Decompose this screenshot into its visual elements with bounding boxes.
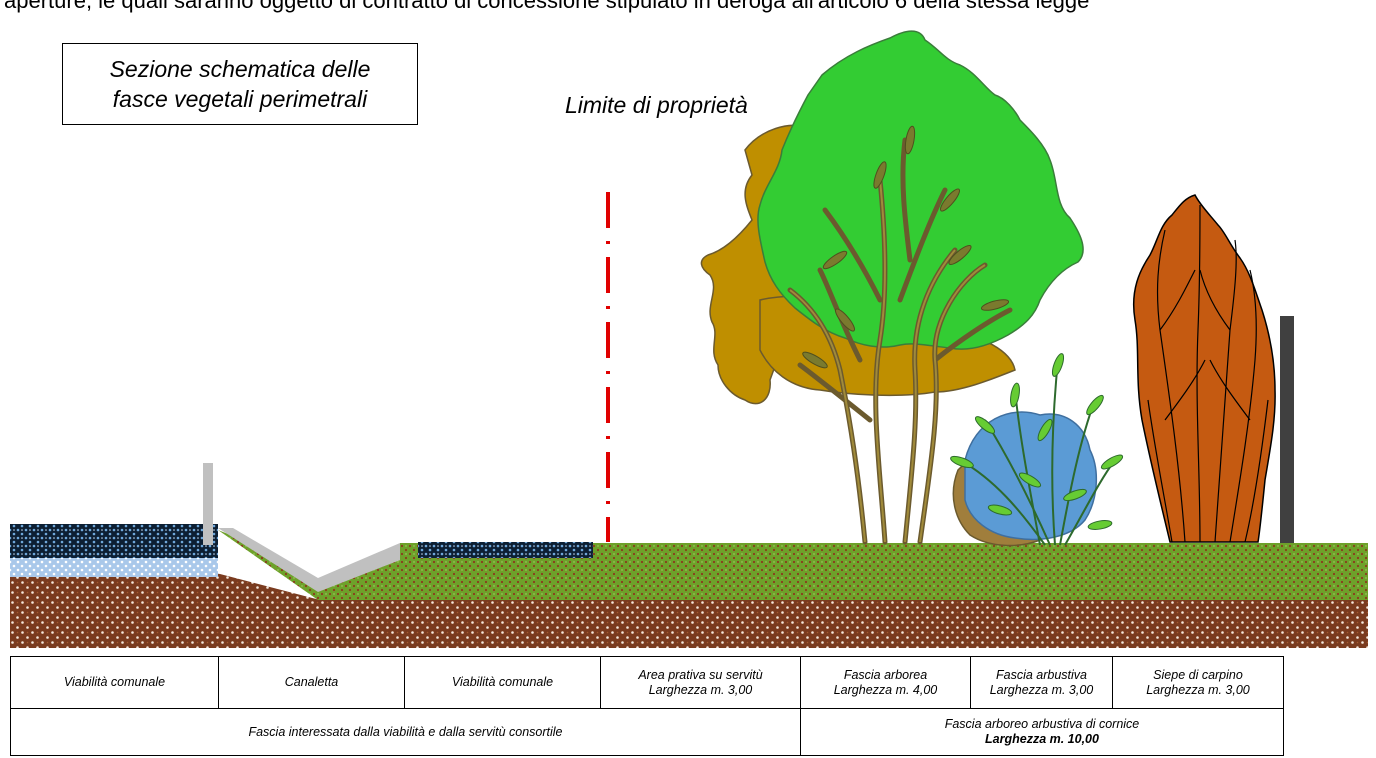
legend-cell-viabilita-2: Viabilità comunale: [404, 656, 601, 709]
canaletta-channel: [218, 528, 400, 592]
legend-table: Viabilità comunale Canaletta Viabilità c…: [10, 656, 1284, 756]
diagram-title-line1: Sezione schematica delle: [109, 56, 371, 82]
road-gravel-base: [10, 557, 218, 577]
legend-row-segments: Viabilità comunale Canaletta Viabilità c…: [10, 656, 1284, 709]
top-cut-text: aperture, le quali saranno oggetto di co…: [0, 0, 1376, 18]
legend-cell-fascia-cornice: Fascia arboreo arbustiva di cornice Larg…: [800, 708, 1284, 756]
legend-cell-viabilita-1: Viabilità comunale: [10, 656, 219, 709]
tree-canopy: [757, 30, 1084, 350]
legend-cell-canaletta: Canaletta: [218, 656, 405, 709]
top-cut-text-svg: aperture, le quali saranno oggetto di co…: [4, 0, 1089, 13]
diagram-title-line2: fasce vegetali perimetrali: [112, 86, 368, 112]
hedge: [1132, 194, 1276, 543]
property-limit-label: Limite di proprietà: [565, 92, 748, 118]
legend-row-groups: Fascia interessata dalla viabilità e dal…: [10, 708, 1284, 756]
shrub-leaves: [950, 353, 1124, 530]
hedge-branches: [1147, 204, 1269, 543]
diagram-title-box: Sezione schematica delle fasce vegetali …: [62, 43, 418, 125]
kerb-post: [203, 463, 213, 545]
tree-trunks-highlight: [789, 179, 986, 543]
soil-layer: [10, 568, 1368, 648]
tree-leaves: [802, 125, 1010, 369]
road-asphalt-right: [418, 542, 593, 558]
top-cut-text-line: aperture, le quali saranno oggetto di co…: [4, 0, 1089, 13]
legend-cell-fascia-viabilita: Fascia interessata dalla viabilità e dal…: [10, 708, 801, 756]
fence-post: [1280, 316, 1294, 543]
road-asphalt-left: [10, 524, 218, 558]
